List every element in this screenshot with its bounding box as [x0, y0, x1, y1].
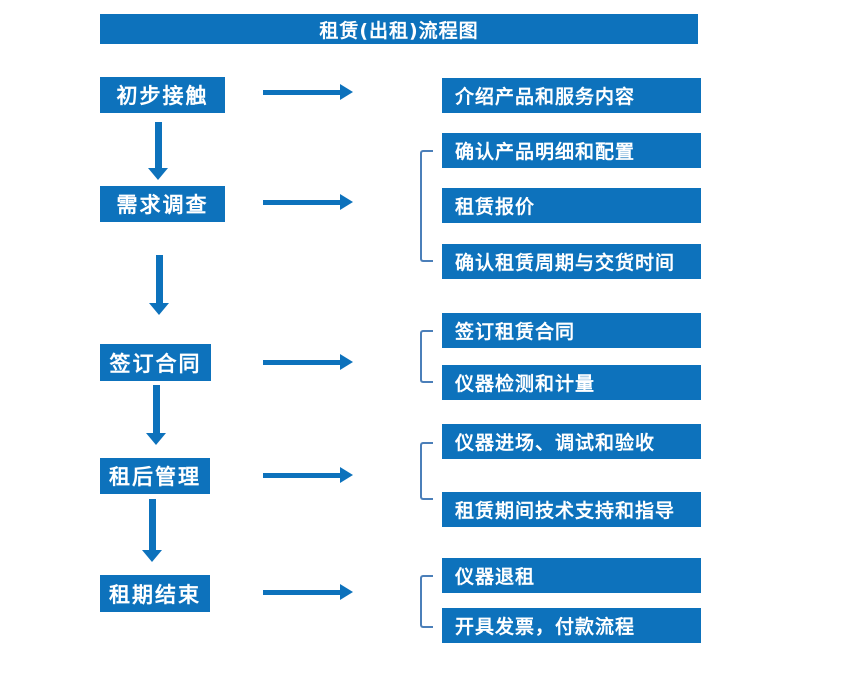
down-arrow-icon	[149, 255, 169, 315]
right-arrow-icon	[263, 466, 353, 484]
detail-box: 租赁期间技术支持和指导	[442, 492, 701, 527]
detail-box: 开具发票，付款流程	[442, 608, 701, 643]
down-arrow-icon	[146, 385, 166, 445]
group-bracket	[420, 442, 433, 500]
stage-box-initial-contact: 初步接触	[100, 77, 225, 113]
group-bracket	[420, 575, 433, 628]
detail-box: 确认租赁周期与交货时间	[442, 244, 701, 279]
detail-box: 确认产品明细和配置	[442, 133, 701, 168]
detail-box: 介绍产品和服务内容	[442, 78, 701, 113]
detail-box: 仪器退租	[442, 558, 701, 593]
detail-box: 签订租赁合同	[442, 313, 701, 348]
right-arrow-icon	[263, 193, 353, 211]
right-arrow-icon	[263, 353, 353, 371]
down-arrow-icon	[148, 122, 168, 180]
stage-box-demand-survey: 需求调查	[100, 186, 225, 222]
group-bracket	[420, 150, 433, 262]
detail-box: 仪器检测和计量	[442, 365, 701, 400]
stage-box-post-rental-management: 租后管理	[100, 458, 210, 494]
down-arrow-icon	[142, 499, 162, 562]
right-arrow-icon	[263, 583, 353, 601]
stage-box-sign-contract: 签订合同	[100, 344, 211, 381]
flowchart-title: 租赁(出租)流程图	[100, 14, 698, 44]
stage-box-lease-end: 租期结束	[100, 575, 210, 612]
right-arrow-icon	[263, 83, 353, 101]
detail-box: 租赁报价	[442, 188, 701, 223]
detail-box: 仪器进场、调试和验收	[442, 424, 701, 459]
group-bracket	[420, 330, 433, 383]
